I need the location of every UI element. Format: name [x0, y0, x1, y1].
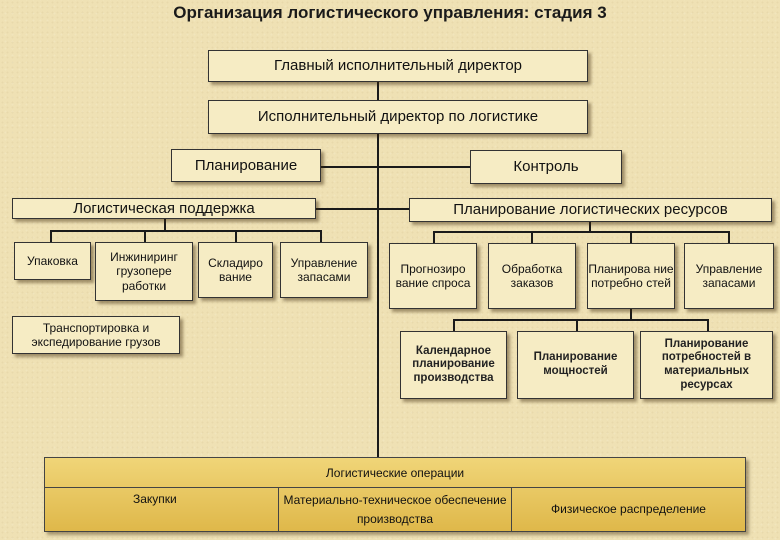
inventory-management-box: Управление запасами	[280, 242, 368, 298]
warehousing-box: Складиро вание	[198, 242, 273, 298]
page-title: Организация логистического управления: с…	[173, 3, 607, 22]
packaging-box: Упаковка	[14, 242, 91, 280]
subitem-connector	[576, 319, 578, 331]
planning-control-line	[318, 166, 472, 168]
support-item-connector	[50, 230, 52, 242]
logistics-director-box: Исполнительный директор по логистике	[208, 100, 588, 134]
resource-planning-box: Планирование логистических ресурсов	[409, 198, 772, 222]
support-items-line	[50, 230, 321, 232]
transport-box: Транспортировка и экспедирование грузов	[12, 316, 180, 354]
resources-item-connector	[531, 231, 533, 243]
ceo-box: Главный исполнительный директор	[208, 50, 588, 82]
cargo-engineering-box: Инжиниринг грузопере работки	[95, 242, 193, 301]
logistics-operations-header: Логистические операции	[45, 458, 745, 488]
resources-item-connector	[433, 231, 435, 243]
resources-drop-line	[589, 222, 591, 232]
production-support-cell: Материально-техническое обеспечение прои…	[279, 488, 512, 532]
main-trunk-line	[377, 82, 379, 457]
support-drop-line	[164, 219, 166, 231]
demand-forecast-box: Прогнозиро вание спроса	[389, 243, 477, 309]
subitems-drop-line	[630, 309, 632, 320]
support-resources-line	[316, 208, 409, 210]
material-requirements-box: Планирование потребностей в материальных…	[640, 331, 773, 399]
support-item-connector	[144, 230, 146, 242]
logistics-support-box: Логистическая поддержка	[12, 198, 316, 219]
needs-planning-box: Планирова ние потребно стей	[587, 243, 675, 309]
control-box: Контроль	[470, 150, 622, 184]
physical-distribution-cell: Физическое распределение	[551, 502, 706, 517]
subitems-line	[453, 319, 709, 321]
subitem-connector	[707, 319, 709, 331]
resources-item-connector	[728, 231, 730, 243]
production-scheduling-box: Календарное планирование производства	[400, 331, 507, 399]
support-item-connector	[320, 230, 322, 242]
logistics-operations-panel: Логистические операции Закупки Материаль…	[44, 457, 746, 532]
planning-box: Планирование	[171, 149, 321, 182]
subitem-connector	[453, 319, 455, 331]
support-item-connector	[235, 230, 237, 242]
purchasing-cell: Закупки	[45, 488, 279, 532]
capacity-planning-box: Планирование мощностей	[517, 331, 634, 399]
order-processing-box: Обработка заказов	[488, 243, 576, 309]
resources-item-connector	[630, 231, 632, 243]
resources-items-line	[433, 231, 730, 233]
resource-inventory-box: Управление запасами	[684, 243, 774, 309]
